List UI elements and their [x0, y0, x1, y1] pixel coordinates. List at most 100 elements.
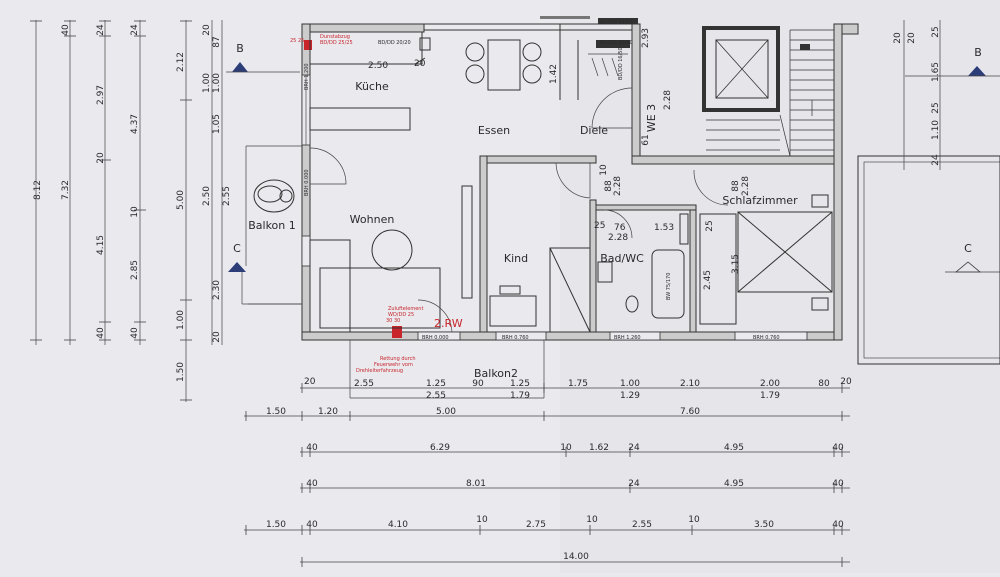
dim-left-c3-3: 4.15: [96, 235, 106, 255]
dim-left-c6-0: 87: [212, 36, 222, 47]
room-label-bad: Bad/WC: [600, 252, 644, 265]
room-label-kueche: Küche: [355, 80, 389, 93]
idim-13: 1.53: [654, 223, 674, 233]
bdim-r3-6: 40: [832, 443, 844, 453]
dim-left-c4-0: 24: [130, 24, 140, 36]
interior-dimension-texts: 2.50 20 1.42 2.93 2.28 61 10 88 2.28 88 …: [368, 28, 751, 290]
section-triangle-icon: [232, 62, 248, 72]
bottom-dim-row-2: 1.50 1.20 5.00 7.60: [266, 407, 700, 417]
dim-left-c6-1: 1.00: [212, 73, 222, 93]
bdim-r5-3: 10: [476, 515, 488, 525]
bdim-r5-7: 10: [688, 515, 700, 525]
dim-left-c6-5: 20: [212, 331, 222, 343]
bdim-r3-2: 10: [560, 443, 572, 453]
brh-label-3: BRH 0.760: [753, 335, 780, 341]
idim-8: 2.28: [613, 176, 623, 196]
bdim-r1-5: 1.75: [568, 379, 588, 389]
idim-4: 2.28: [663, 90, 673, 110]
bottom-dim-row-1: 20 2.55 1.25 90 1.25 1.75 1.00 2.10 2.00…: [304, 377, 852, 401]
right-balcony-inner: [863, 161, 1000, 359]
bdim-r1-7: 2.10: [680, 379, 700, 389]
bdim-r1-1: 2.55: [354, 379, 374, 389]
brh-label-left2: BRH 0.000: [304, 169, 310, 196]
brh-label-left: BRH 1.200: [304, 63, 310, 90]
red-markings: 25 25 Dunstabzug BD/DD 25/25 Zulufteleme…: [290, 34, 423, 338]
dim-left-c3-2: 20: [96, 152, 106, 164]
room-label-kind: Kind: [504, 252, 528, 265]
idim-2: 1.42: [549, 64, 559, 84]
red-note-top: 25 25: [290, 38, 304, 44]
bdim-r5-5: 10: [586, 515, 598, 525]
room-label-balkon1: Balkon 1: [248, 219, 296, 232]
bdim-r1b-2: 1.29: [620, 391, 640, 401]
chimney-block: [596, 40, 630, 48]
dim-right-0: 20: [893, 32, 903, 44]
bdim-r1-4: 1.25: [510, 379, 530, 389]
dim-left-8-12: 8.12: [33, 180, 43, 200]
idim-1: 20: [414, 59, 426, 69]
bdim-r4-4: 40: [832, 479, 844, 489]
bottom-dim-row-4: 40 8.01 24 4.95 40: [306, 479, 844, 489]
bottom-dimension-ticks: [245, 383, 843, 567]
dim-left-c4-1: 4.37: [130, 114, 140, 134]
idim-10: 2.28: [741, 176, 751, 196]
kitchen-furniture: [309, 31, 431, 131]
dim-left-c3-1: 2.97: [96, 85, 106, 105]
dim-left-c5-2: 1.00: [176, 310, 186, 330]
section-triangle-icon: [968, 66, 986, 76]
wardrobe: [588, 53, 628, 77]
section-label-c-right: C: [964, 242, 972, 255]
bdim-r5-1: 40: [306, 520, 318, 530]
idim-5: 61: [641, 134, 651, 145]
dim-right-5: 24: [931, 154, 941, 166]
brh-label-2: BRH 1.260: [614, 335, 641, 341]
bdim-r1-2: 1.25: [426, 379, 446, 389]
rettung-line-2: Feuerwehr vom: [374, 362, 413, 368]
dim-left-c3-4: 40: [96, 327, 106, 339]
bdim-r5-2: 4.10: [388, 520, 408, 530]
annotations: 2.RW Rettung durch Feuerwehr vom Drehlei…: [304, 20, 780, 374]
section-marker-c-right: C: [945, 242, 1000, 273]
dim-left-c6b-0: 20: [202, 24, 212, 36]
bdim-r4-2: 24: [628, 479, 640, 489]
bdim-r1-6: 1.00: [620, 379, 640, 389]
dim-left-c6b-1: 1.00: [202, 73, 212, 93]
dim-left-c5-0: 2.12: [176, 52, 186, 72]
bdim-r3-3: 1.62: [589, 443, 609, 453]
bdim-r3-5: 4.95: [724, 443, 744, 453]
dim-left-c2-top: 40: [61, 24, 71, 36]
bdim-r4-0: 40: [306, 479, 318, 489]
rettung-line-3: Drehleiterfahrzeug: [356, 368, 403, 374]
room-labels: Küche Essen Diele Wohnen Kind Bad/WC Sch…: [248, 80, 798, 380]
dim-left-c3-0: 24: [96, 24, 106, 36]
dim-left-c6-2: 1.05: [212, 114, 222, 134]
svg-text:Zuluftelement: Zuluftelement: [388, 306, 423, 312]
dim-left-7-32: 7.32: [61, 180, 71, 200]
stair-arrow: [800, 44, 810, 50]
dim-left-c4-3: 2.85: [130, 260, 140, 280]
section-label-b-right: B: [974, 46, 982, 59]
idim-11: 76: [614, 223, 626, 233]
dim-left-c6b-2: 2.50: [202, 186, 212, 206]
left-dimension-lines: [35, 20, 223, 402]
bdim-r5-9: 40: [832, 520, 844, 530]
bdim-r2-3: 7.60: [680, 407, 700, 417]
bdim-r1-3: 90: [472, 379, 484, 389]
idim-12: 2.28: [608, 233, 628, 243]
right-dimension-texts: 20 25 1.65 25 1.10 24 20: [893, 26, 941, 165]
left-dimension-ticks: [30, 20, 192, 401]
bddd-label-1: BD/DD 20/20: [378, 40, 411, 46]
bdim-r5-0: 1.50: [266, 520, 286, 530]
svg-text:30 30: 30 30: [386, 318, 400, 324]
dim-right-1: 25: [931, 26, 941, 37]
dim-right-4: 1.10: [931, 120, 941, 140]
kid-room-furniture: [489, 247, 591, 333]
staircase: [706, 29, 834, 157]
section-label-b-left: B: [236, 42, 244, 55]
idim-0: 2.50: [368, 61, 388, 71]
bottom-dimension-lines: [244, 387, 850, 563]
bdim-r1b-1: 1.79: [510, 391, 530, 401]
room-label-schlafzimmer: Schlafzimmer: [722, 194, 798, 207]
bottom-dim-row-5: 1.50 40 4.10 10 2.75 10 2.55 10 3.50 40: [266, 515, 844, 530]
